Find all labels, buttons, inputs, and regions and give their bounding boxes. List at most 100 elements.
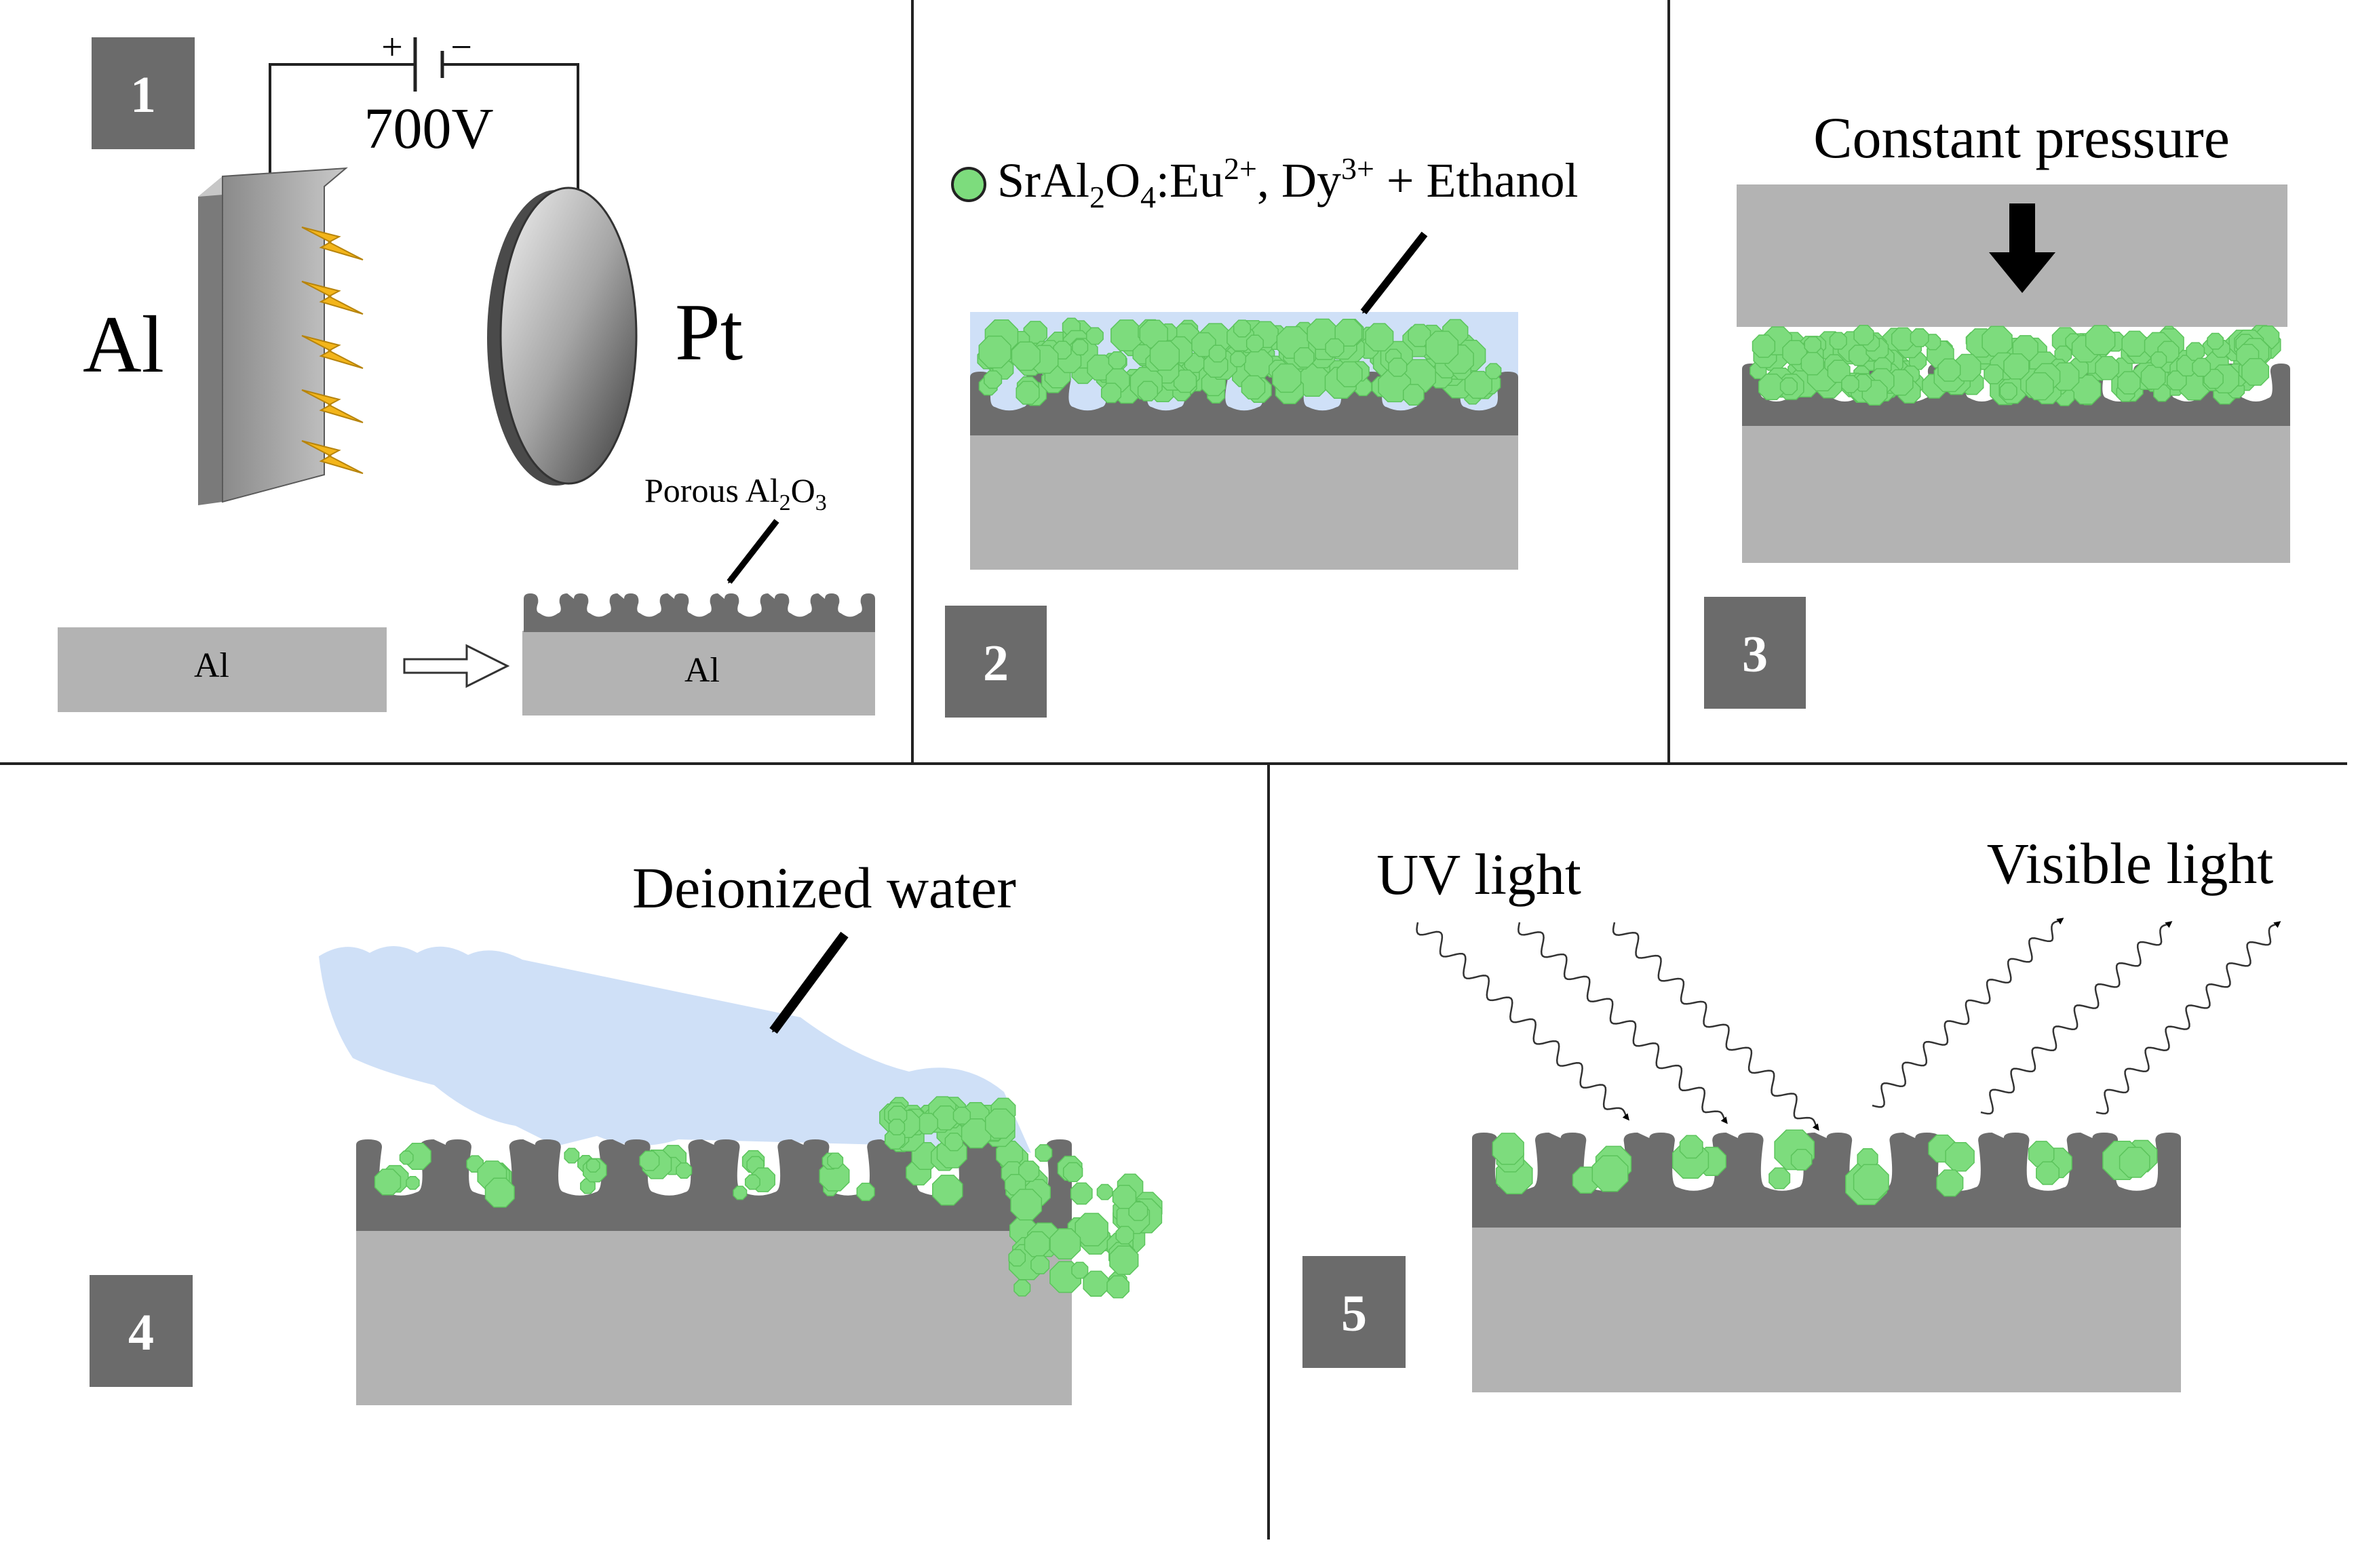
spark-icon [301, 389, 364, 423]
phosphor-particle [1492, 1133, 1524, 1165]
spark-icon [301, 335, 364, 369]
anode-label: Al [83, 299, 164, 389]
phosphor-particle [1758, 373, 1785, 400]
porous-label-sub2: 2 [779, 490, 791, 515]
substrate-4 [356, 1229, 1072, 1405]
step-number-4: 4 [128, 1304, 154, 1361]
phosphor-particle [2085, 325, 2116, 355]
phosphor-particle [484, 1177, 515, 1208]
ethanol-pointer-arrow [1360, 231, 1428, 315]
step-badge-4 [90, 1275, 193, 1387]
substrate-after-label: Al [684, 651, 720, 690]
legend-particle-icon [951, 167, 986, 202]
phosphor-particle [2241, 357, 2270, 386]
step-number-3: 3 [1742, 626, 1768, 683]
legend-o: O [1105, 153, 1140, 208]
phosphor-particle [676, 1162, 693, 1179]
phosphor-particle [1075, 1213, 1108, 1247]
porous-oxide-layer-4 [356, 1139, 1072, 1231]
phosphor-particle [1071, 1261, 1089, 1279]
phosphor-particle [639, 1150, 660, 1171]
phosphor-particle [1137, 380, 1159, 401]
phosphor-particle [1245, 334, 1264, 353]
panel-1: 1 + − 700V Al Pt Al Al Porous Al2O3 [58, 26, 875, 716]
phosphor-particle [1402, 384, 1425, 406]
phosphor-particle [1112, 1185, 1137, 1209]
spark-icon [301, 440, 364, 474]
legend-sub4: 4 [1140, 180, 1156, 214]
porous-pointer-arrow [727, 519, 779, 584]
phosphor-particle [1016, 380, 1040, 405]
phosphor-particle [1365, 323, 1394, 352]
porous-oxide-layer [524, 593, 875, 632]
phosphor-particle [1334, 319, 1363, 347]
legend-sr: SrAl [997, 153, 1089, 208]
phosphor-particle [374, 1169, 402, 1196]
phosphor-particle [1109, 1245, 1139, 1275]
phosphor-particle [2119, 1147, 2150, 1178]
phosphor-particle [1018, 1160, 1040, 1182]
phosphor-particle [1013, 1279, 1031, 1297]
phosphor-particle [1790, 1149, 1813, 1171]
phosphor-particle [1945, 1141, 1975, 1172]
voltage-label: 700V [364, 96, 493, 161]
phosphor-particle [978, 335, 1011, 369]
step-badge-3 [1704, 597, 1806, 709]
substrate-5 [1472, 1226, 2181, 1392]
legend-sub2: 2 [1089, 180, 1105, 214]
al-plate-front [222, 167, 348, 503]
porous-label-main: Porous Al [644, 471, 779, 509]
phosphor-particle [1108, 351, 1127, 370]
phosphor-particles-2 [977, 317, 1502, 406]
panel-5: UV light Visible light 5 [1302, 831, 2281, 1392]
visible-light-label: Visible light [1987, 831, 2274, 896]
phosphor-particle [916, 1112, 938, 1135]
phosphor-particle [888, 1118, 906, 1136]
phosphor-particle [1853, 325, 1874, 346]
al-plate-side [198, 176, 223, 505]
process-arrow-icon [403, 644, 510, 688]
phosphor-particle [1984, 364, 2004, 385]
panel-2: SrAl2O4:Eu2+, Dy3+ + Ethanol 2 [945, 151, 1578, 718]
phosphor-particle [1208, 345, 1226, 363]
phosphor-particle [1485, 363, 1502, 380]
phosphor-particle [2036, 1161, 2060, 1185]
phosphor-particle [1999, 382, 2017, 400]
phosphor-particle [1294, 347, 1315, 368]
phosphor-particles-4 [374, 1096, 1163, 1299]
phosphor-particle [1937, 358, 1961, 382]
phosphor-particle [944, 1133, 963, 1152]
circuit-wire [269, 63, 579, 193]
battery-minus: − [450, 26, 472, 68]
phosphor-particle [984, 370, 1003, 389]
water-stream [319, 946, 1031, 1153]
phosphor-particle [1149, 340, 1180, 371]
substrate-before-label: Al [194, 646, 229, 685]
phosphor-particle [932, 1175, 963, 1206]
phosphor-particle [1910, 328, 1929, 347]
phosphor-particle [1272, 363, 1302, 393]
phosphor-particle [1804, 336, 1821, 354]
water-label: Deionized water [632, 855, 1016, 920]
phosphor-particle [1106, 1275, 1130, 1299]
pressure-arrow-icon [1989, 203, 2055, 293]
al-substrate-after [522, 631, 875, 716]
phosphor-particle [1010, 1188, 1043, 1221]
legend-sup-eu: 2+ [1224, 151, 1257, 186]
phosphor-particle [744, 1174, 760, 1190]
phosphor-particle [406, 1175, 420, 1190]
phosphor-particle [2121, 330, 2148, 357]
phosphor-particle [2117, 371, 2141, 395]
porous-label: Porous Al2O3 [644, 471, 827, 515]
panel-4: Deionized water 4 [90, 855, 1163, 1405]
phosphor-particle [586, 1158, 600, 1173]
spark-icon [301, 227, 364, 260]
phosphor-particle [1982, 326, 2013, 357]
phosphor-particle [1679, 1135, 1703, 1159]
light-wave-arrow [1416, 922, 1629, 1121]
phosphor-particle [2186, 342, 2205, 361]
pressure-label: Constant pressure [1813, 105, 2230, 170]
phosphor-particle [856, 1182, 875, 1202]
step-number-1: 1 [130, 66, 156, 123]
phosphor-particle [1035, 1144, 1053, 1162]
